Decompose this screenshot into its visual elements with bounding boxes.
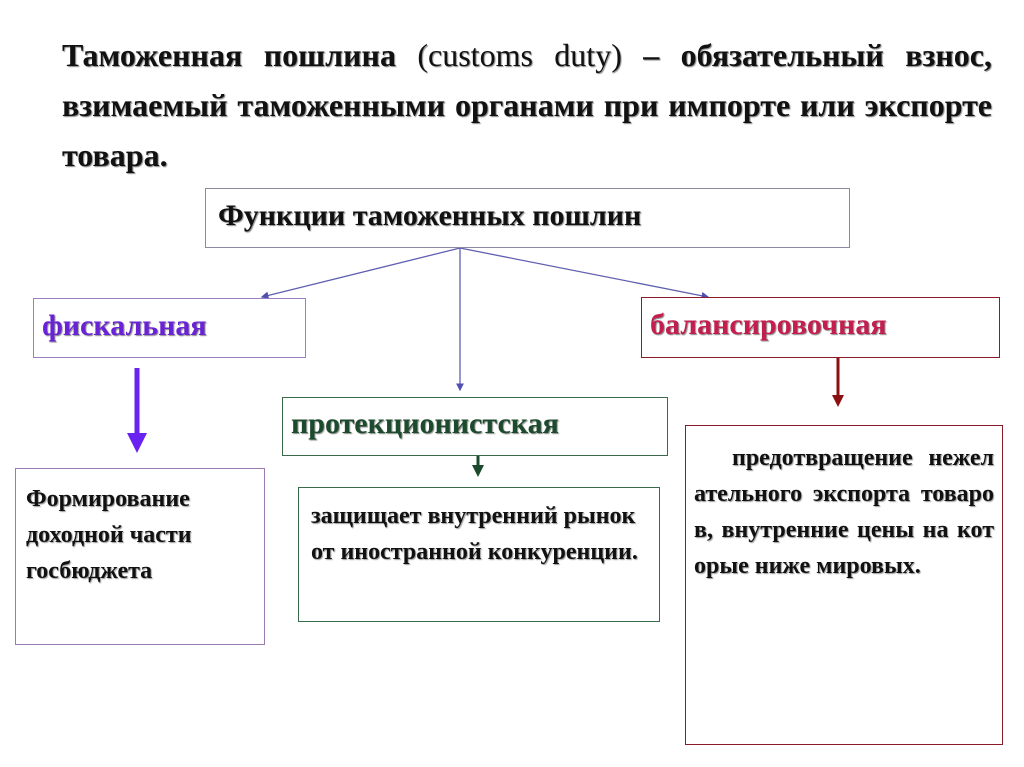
fiscal-label: фискальная xyxy=(42,309,207,342)
arrow-to-balancing xyxy=(459,247,710,300)
fiscal-description-box: Формирование доходной части госбюджета xyxy=(15,468,265,645)
protective-description-box: защищает внутренний рынок от иностранной… xyxy=(298,487,660,622)
root-box: Функции таможенных пошлин xyxy=(205,188,850,248)
protective-box: протекционистская xyxy=(282,397,668,456)
balancing-box: балансировочная xyxy=(641,297,1000,358)
balancing-description: предотвращение нежелательного экспорта т… xyxy=(694,445,994,579)
root-label: Функции таможенных пошлин xyxy=(218,199,642,232)
definition-text: Таможенная пошлина (customs duty) – обяз… xyxy=(62,30,992,180)
balancing-description-box: предотвращение нежелательного экспорта т… xyxy=(685,425,1003,745)
fiscal-description: Формирование доходной части госбюджета xyxy=(26,486,192,584)
definition-rest: – обязательный взнос, взимаемый таможенн… xyxy=(62,37,992,173)
fiscal-box: фискальная xyxy=(33,298,306,358)
balancing-label: балансировочная xyxy=(650,308,887,341)
definition-english: (customs duty) xyxy=(417,37,622,73)
protective-description: защищает внутренний рынок от иностранной… xyxy=(311,503,638,565)
arrow-to-fiscal xyxy=(260,247,461,300)
protective-label: протекционистская xyxy=(291,407,559,440)
definition-term: Таможенная пошлина xyxy=(62,37,396,73)
